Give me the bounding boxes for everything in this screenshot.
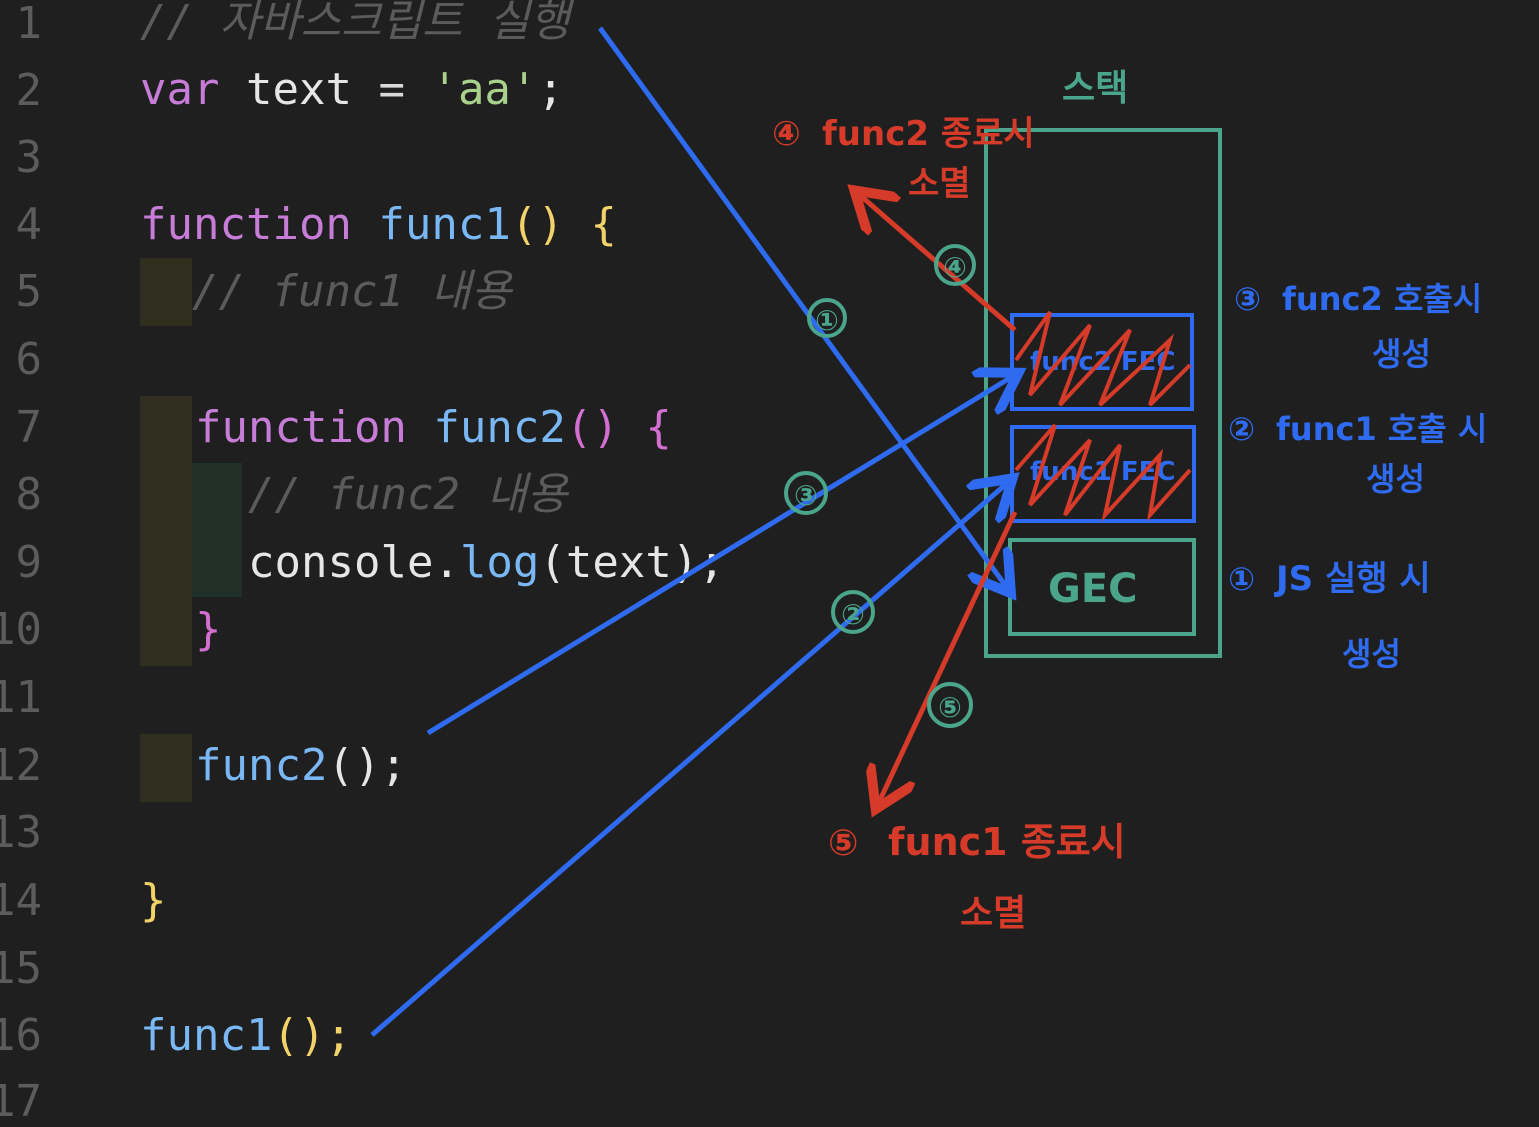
stack-label: 스택 xyxy=(1062,68,1128,109)
code-editor: // 자바스크립트 실행 var text = 'aa'; function f… xyxy=(140,0,840,1093)
line-number: 16 xyxy=(0,1010,42,1061)
identifier: text xyxy=(245,64,352,115)
step-marker-4 xyxy=(934,244,976,286)
step-marker-5 xyxy=(927,682,973,728)
string-literal: 'aa' xyxy=(431,64,538,115)
annotation-step5-num: ⑤ xyxy=(828,823,858,864)
function-name: func1 xyxy=(140,1010,273,1061)
code-line-12: func2(); xyxy=(195,744,407,788)
line-number: 13 xyxy=(0,807,42,858)
step-marker-5-label: ⑤ xyxy=(938,691,962,724)
code-line-1: // 자바스크립트 실행 xyxy=(140,0,570,47)
line-number: 15 xyxy=(0,943,42,994)
line-number: 5 xyxy=(15,266,43,317)
step-marker-3 xyxy=(784,471,828,515)
step-marker-1 xyxy=(807,298,847,338)
line-number: 8 xyxy=(15,469,43,520)
brace: { xyxy=(590,199,617,250)
code-line-14: } xyxy=(140,875,167,926)
code-line-2: var text = 'aa'; xyxy=(140,68,564,112)
annotation-step3-text: func2 호출시 xyxy=(1282,280,1482,318)
function-name: func2 xyxy=(195,740,328,791)
code-line-7: function func2() { xyxy=(195,406,672,450)
func2-scribble xyxy=(1014,310,1192,407)
semicolon: ; xyxy=(537,64,564,115)
func2-fec-frame xyxy=(1010,313,1194,411)
identifier: console xyxy=(248,537,434,588)
code-line-16: func1(); xyxy=(140,1014,352,1058)
step-marker-1-label: ① xyxy=(815,304,839,337)
line-number: 3 xyxy=(15,132,43,183)
indent-guide xyxy=(140,396,192,666)
brace: { xyxy=(645,402,672,453)
indent-guide xyxy=(140,258,192,326)
parens: () xyxy=(510,199,564,250)
code-line-10: } xyxy=(195,604,222,655)
step-marker-2 xyxy=(831,590,875,634)
code-line-8: // func2 내용 xyxy=(248,469,568,520)
annotation-step1-text: JS 실행 시 xyxy=(1274,559,1431,599)
arrow-step3-func2 xyxy=(426,378,1010,736)
line-number: 9 xyxy=(15,537,43,588)
annotation-step4-num: ④ xyxy=(772,114,801,154)
step-marker-4-label: ④ xyxy=(943,251,967,284)
line-number: 7 xyxy=(15,402,43,453)
annotation-step4-text2: 소멸 xyxy=(908,164,971,204)
arrow-step2-func1 xyxy=(370,485,1005,1037)
keyword: function xyxy=(195,402,407,453)
indent-guide xyxy=(192,463,242,597)
keyword: function xyxy=(140,199,352,250)
annotation-step1-text2: 생성 xyxy=(1342,635,1401,673)
execution-context-diagram: 스택 GEC func1 FEC func2 FEC ① ② ③ ④ ⑤ ③ f… xyxy=(370,26,1487,1037)
line-number: 12 xyxy=(0,740,42,791)
annotation-step2-text: func1 호출 시 xyxy=(1276,410,1487,448)
line-number: 14 xyxy=(0,875,42,926)
annotation-step1-num: ① xyxy=(1228,560,1255,598)
annotation-step2-num: ② xyxy=(1228,410,1255,448)
line-number: 1 xyxy=(15,0,43,49)
line-number: 11 xyxy=(0,672,42,723)
code-line-9: console.log(text); xyxy=(248,541,725,585)
annotation-step4-text: func2 종료시 xyxy=(822,114,1035,154)
func1-scribble xyxy=(1014,423,1192,522)
arguments: (text); xyxy=(539,537,725,588)
arrow-step4-pop xyxy=(862,197,1017,332)
call-parens: (); xyxy=(272,1010,352,1061)
line-number: 10 xyxy=(0,604,42,655)
annotation-step3-text2: 생성 xyxy=(1372,335,1431,373)
parens: () xyxy=(565,402,619,453)
call-parens: (); xyxy=(327,740,407,791)
keyword: var xyxy=(140,64,220,115)
annotation-step2-text2: 생성 xyxy=(1366,460,1425,498)
arrow-step5-pop xyxy=(880,510,1018,800)
code-line-4: function func1() { xyxy=(140,203,617,247)
line-number: 6 xyxy=(15,334,43,385)
function-name: func2 xyxy=(433,402,566,453)
line-number: 4 xyxy=(15,199,43,250)
annotation-step3-num: ③ xyxy=(1234,280,1261,318)
step-marker-2-label: ② xyxy=(841,598,865,631)
function-name: func1 xyxy=(378,199,511,250)
dot: . xyxy=(433,537,460,588)
annotation-step5-text: func1 종료시 xyxy=(888,820,1126,864)
gec-label: GEC xyxy=(1048,566,1138,612)
operator: = xyxy=(378,64,405,115)
method-name: log xyxy=(459,537,540,588)
line-number: 2 xyxy=(15,65,43,116)
code-line-5: // func1 내용 xyxy=(192,266,512,317)
indent-guide xyxy=(140,734,192,802)
arrow-step1-gec xyxy=(597,26,1005,585)
annotation-step5-text2: 소멸 xyxy=(960,893,1026,934)
step-marker-3-label: ③ xyxy=(794,479,818,512)
